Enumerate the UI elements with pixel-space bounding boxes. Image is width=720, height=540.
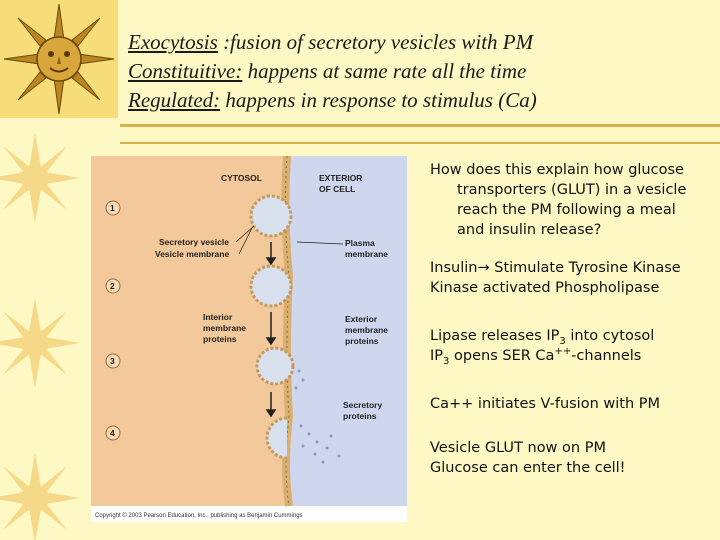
vesicle-glut-line: Vesicle GLUT now on PM (430, 440, 606, 456)
label-interior-2: membrane (203, 323, 246, 333)
explanation-text: How does this explain how glucose transp… (430, 160, 715, 478)
leader-line-secretory-vesicle (235, 225, 255, 243)
insulin-rest: Stimulate Tyrosine Kinase (489, 260, 681, 276)
lipase-line: Lipase releases IP3 into cytosol (430, 326, 715, 346)
term-exocytosis: Exocytosis (128, 30, 218, 54)
label-exterior-prot-3: proteins (345, 336, 379, 346)
label-exterior-2: OF CELL (319, 184, 355, 194)
vesicle-step-2 (249, 264, 293, 308)
insulin-line: Insulin→ Stimulate Tyrosine Kinase (430, 258, 715, 278)
lipase-text-b: into cytosol (565, 328, 655, 344)
term-constitutive: Constituitive: (128, 59, 243, 83)
title-line-exocytosis: Exocytosis :fusion of secretory vesicles… (128, 28, 537, 57)
vesicle-step-3 (255, 346, 295, 386)
step-marker-4: 4 (105, 425, 121, 441)
title-line1-text: :fusion of secretory vesicles with PM (217, 30, 534, 54)
label-secretory-prot-1: Secretory (343, 400, 382, 410)
exocytosis-diagram: CYTOSOL EXTERIOR OF CELL 1 2 3 4 Secreto… (91, 155, 407, 519)
vesicle-step-1 (249, 194, 293, 238)
question-line-4: and insulin release? (457, 222, 602, 238)
lipase-subscript: 3 (559, 335, 566, 347)
ip3-text-c: -channels (571, 348, 642, 364)
slide-title: Exocytosis :fusion of secretory vesicles… (128, 28, 537, 115)
ip3-line: IP3 opens SER Ca++-channels (430, 346, 715, 367)
secreted-protein-dots (294, 369, 341, 464)
ip3-text-b: opens SER Ca (449, 348, 555, 364)
step-arrows (265, 242, 277, 418)
label-secretory-prot-2: proteins (343, 411, 377, 421)
step-marker-2: 2 (105, 278, 121, 294)
title-divider (120, 124, 720, 127)
ip3-subscript: 3 (443, 355, 450, 367)
question-line-2: transporters (GLUT) in a vesicle (457, 182, 687, 198)
label-cytosol: CYTOSOL (221, 173, 262, 183)
title-line3-text: happens in response to stimulus (Ca) (220, 88, 537, 112)
svg-text:1: 1 (110, 203, 115, 213)
vesicle-step-4 (265, 416, 288, 460)
label-exterior-prot-1: Exterior (345, 314, 378, 324)
insulin-label: Insulin (430, 260, 478, 276)
label-plasma-1: Plasma (345, 238, 375, 248)
step-marker-1: 1 (105, 200, 121, 216)
lipase-text-a: Lipase releases IP (430, 328, 560, 344)
step-marker-3: 3 (105, 353, 121, 369)
svg-text:3: 3 (110, 356, 115, 366)
svg-text:2: 2 (110, 281, 115, 291)
title-line-constitutive: Constituitive: happens at same rate all … (128, 57, 537, 86)
ip3-superscript: ++ (554, 346, 572, 358)
exocytosis-figure: CYTOSOL EXTERIOR OF CELL 1 2 3 4 Secreto… (91, 155, 407, 522)
label-interior-1: Interior (203, 312, 233, 322)
label-secretory-vesicle: Secretory vesicle (159, 237, 229, 247)
term-regulated: Regulated: (128, 88, 221, 112)
label-interior-3: proteins (203, 334, 237, 344)
ip3-text-a: IP (430, 348, 444, 364)
leader-line-vesicle-membrane (238, 227, 253, 255)
calcium-line: Ca++ initiates V-fusion with PM (430, 396, 661, 412)
decorative-sun-pattern (0, 133, 80, 540)
leader-line-plasma-membrane (296, 241, 344, 245)
title-divider-lower (120, 142, 720, 144)
arrow-right-icon: → (477, 260, 490, 276)
label-exterior-prot-2: membrane (345, 325, 388, 335)
kinase-line: Kinase activated Phospholipase (430, 280, 660, 296)
question-line-1: How does this explain how glucose (430, 162, 684, 178)
question-line-3: reach the PM following a meal (457, 202, 676, 218)
title-line2-text: happens at same rate all the time (242, 59, 527, 83)
title-line-regulated: Regulated: happens in response to stimul… (128, 86, 537, 115)
label-exterior-1: EXTERIOR (319, 173, 362, 183)
sun-face-icon (0, 0, 118, 118)
svg-text:4: 4 (110, 428, 115, 438)
label-vesicle-membrane: Vesicle membrane (155, 249, 229, 259)
glucose-line: Glucose can enter the cell! (430, 460, 626, 476)
label-plasma-2: membrane (345, 249, 388, 259)
figure-copyright: Copyright © 2003 Pearson Education, Inc.… (95, 512, 303, 519)
